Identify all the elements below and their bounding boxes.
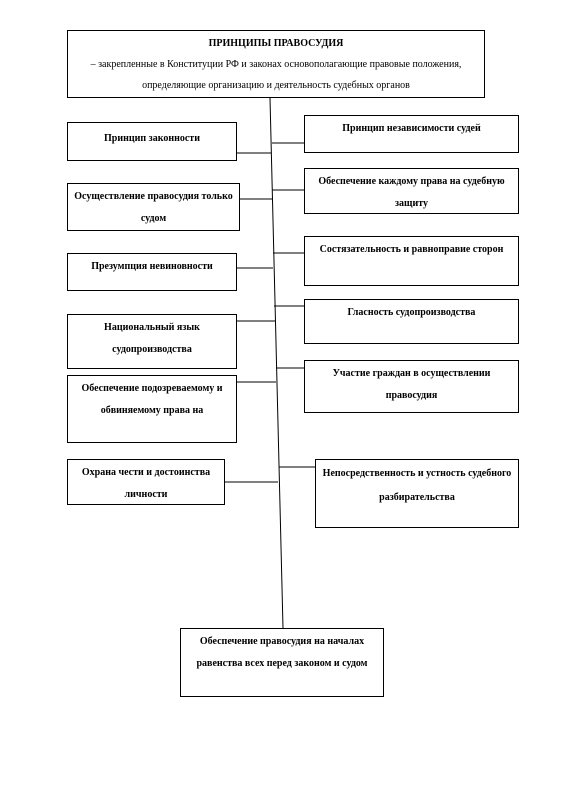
principle-box-national-language: Национальный язык судопроизводства [67, 314, 237, 369]
principle-label: Охрана чести и достоинства личности [81, 467, 211, 500]
principle-label: Участие граждан в осуществлении правосуд… [332, 368, 491, 401]
principle-box-right-to-judicial-protection: Обеспечение каждому права на судебную за… [304, 168, 519, 214]
title-description: – закрепленные в Конституции РФ и закона… [90, 59, 462, 91]
principle-label: Национальный язык судопроизводства [104, 322, 200, 355]
title-heading: ПРИНЦИПЫ ПРАВОСУДИЯ [208, 38, 344, 49]
title-box: ПРИНЦИПЫ ПРАВОСУДИЯ – закрепленные в Кон… [67, 30, 485, 98]
principle-box-immediacy-and-orality: Непосредственность и устность судебного … [315, 459, 519, 528]
principle-box-publicity: Гласность судопроизводства [304, 299, 519, 344]
central-spine [269, 97, 284, 629]
principle-label: Презумпция невиновности [91, 261, 213, 272]
principle-label: Состязательность и равноправие сторон [319, 244, 504, 255]
principle-box-honor-and-dignity: Охрана чести и достоинства личности [67, 459, 225, 505]
principle-label: Обеспечение подозреваемому и обвиняемому… [81, 383, 223, 416]
principle-label: Непосредственность и устность судебного … [322, 468, 512, 503]
principle-box-adversarial-equality: Состязательность и равноправие сторон [304, 236, 519, 286]
principle-box-judicial-independence: Принцип независимости судей [304, 115, 519, 153]
principle-label: Гласность судопроизводства [347, 307, 476, 318]
principle-label: Принцип независимости судей [342, 123, 481, 134]
principle-label: Принцип законности [104, 133, 200, 144]
title-text: ПРИНЦИПЫ ПРАВОСУДИЯ – закрепленные в Кон… [72, 33, 480, 96]
principle-label: Обеспечение правосудия на началах равенс… [196, 636, 368, 669]
principle-box-legality: Принцип законности [67, 122, 237, 161]
principle-box-equality-before-law: Обеспечение правосудия на началах равенс… [180, 628, 384, 697]
principle-box-citizen-participation: Участие граждан в осуществлении правосуд… [304, 360, 519, 413]
principle-box-presumption-of-innocence: Презумпция невиновности [67, 253, 237, 291]
principle-label: Осуществление правосудия только судом [74, 191, 233, 224]
principle-label: Обеспечение каждому права на судебную за… [318, 176, 505, 209]
principle-box-right-to-defense: Обеспечение подозреваемому и обвиняемому… [67, 375, 237, 443]
principle-box-justice-only-by-court: Осуществление правосудия только судом [67, 183, 240, 231]
